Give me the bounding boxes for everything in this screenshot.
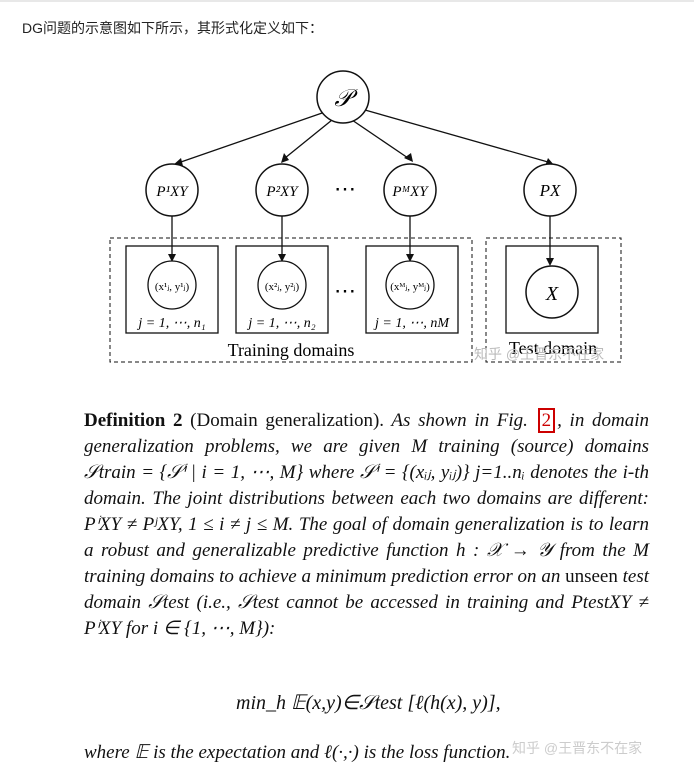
plate-label-1: j = 1, ⋯, n₁: [136, 316, 205, 331]
definition-text-2: , in domain generalization problems, we …: [84, 410, 650, 587]
test-node-label: PX: [539, 181, 561, 200]
plate-label-m: j = 1, ⋯, nM: [373, 316, 450, 331]
root-node: [316, 70, 370, 124]
plate-m: [365, 245, 459, 334]
objective-formula: min_h 𝔼(x,y)∈𝒮test [ℓ(h(x), y)],: [236, 692, 501, 714]
truncated-line: where 𝔼 is the expectation and ℓ(·,·) is…: [84, 742, 511, 763]
watermark-bottom: 知乎 @王晋东不在家: [512, 740, 643, 756]
watermark-diagram: 知乎 @王晋东不在家: [474, 346, 605, 362]
sample-label-2: (x²ⱼ, y²ⱼ): [265, 281, 300, 293]
plate-test: [505, 245, 599, 334]
training-domains-box: [109, 237, 473, 363]
intro-text: DG问题的示意图如下所示，其形式化定义如下：: [22, 20, 323, 36]
sample-label-m: (xᴹⱼ, yᴹⱼ): [390, 281, 430, 293]
training-node-2-label: P²XY: [265, 184, 299, 200]
domain-generalization-diagram: 𝒫 P¹XY P²XY PᴹXY PX ⋯ (x¹ⱼ, y¹ⱼ) (x²ⱼ, y…: [109, 70, 622, 363]
training-node-m-label: PᴹXY: [391, 184, 429, 200]
definition-heading: Definition 2: [84, 410, 183, 431]
test-domain-label: Test domain: [509, 338, 597, 358]
sample-node-2: [257, 260, 307, 310]
sample-label-1: (x¹ⱼ, y¹ⱼ): [155, 281, 190, 293]
sample-node-m: [385, 260, 435, 310]
figure-reference-link[interactable]: 2: [537, 408, 556, 433]
top-divider: [0, 0, 694, 2]
definition-heading-paren: (Domain generalization).: [190, 410, 385, 431]
definition-text-3: test domain 𝒮test (i.e., 𝒮test cannot be…: [84, 566, 650, 639]
definition-paragraph: Definition 2 (Domain generalization). As…: [84, 408, 649, 642]
definition-unseen: unseen: [565, 566, 618, 587]
test-domain-box: [485, 237, 622, 363]
sample-node-1: [147, 260, 197, 310]
training-node-1-label: P¹XY: [155, 184, 189, 200]
definition-text-1: As shown in Fig.: [391, 410, 528, 431]
test-sample-node: [525, 265, 579, 319]
training-domains-label: Training domains: [228, 340, 355, 360]
root-edges: [177, 109, 549, 164]
ellipsis-plates: ⋯: [334, 278, 356, 303]
ellipsis-top: ⋯: [334, 176, 356, 201]
plate-label-2: j = 1, ⋯, n₂: [246, 316, 315, 331]
test-sample-label: X: [545, 283, 559, 305]
